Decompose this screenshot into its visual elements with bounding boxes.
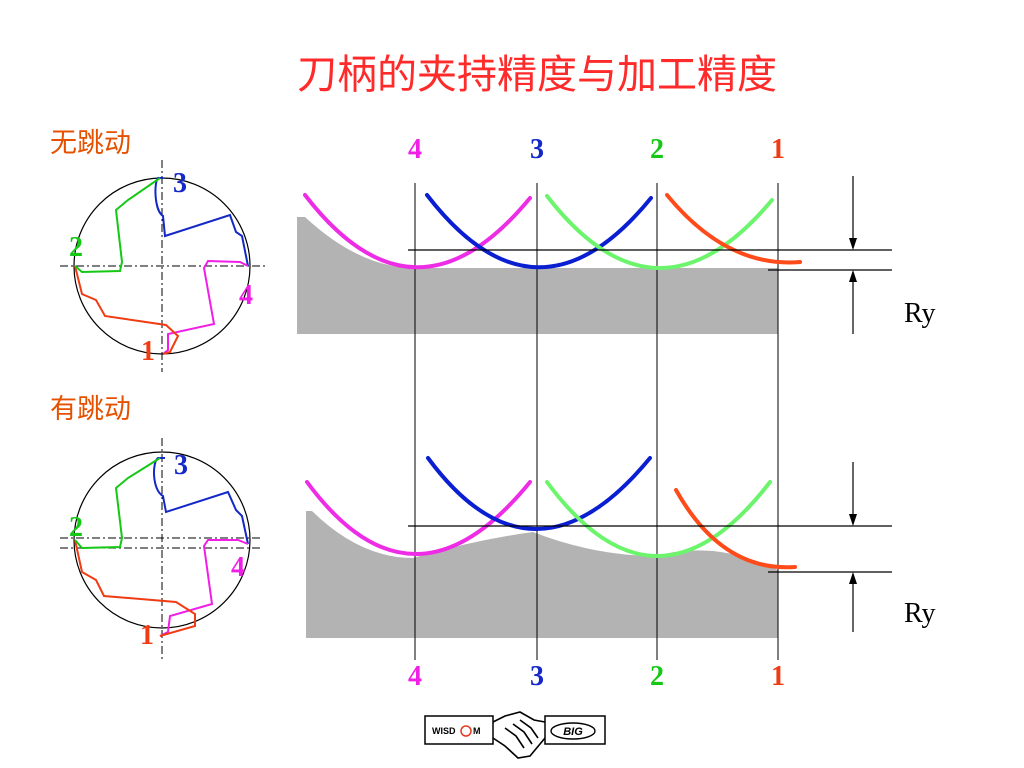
flute-3 <box>153 457 249 545</box>
tooth-label-3: 3 <box>173 168 187 199</box>
tool-cross-section-runout: 3 2 4 1 <box>60 438 262 662</box>
tooth-label-1: 1 <box>141 336 155 367</box>
position-label-bottom-4: 4 <box>408 661 422 692</box>
position-label-top-3: 3 <box>530 134 544 165</box>
logo-oval <box>550 722 596 740</box>
logo-text-left: WISD <box>432 726 456 736</box>
ry-label: Ry <box>904 298 936 329</box>
cutting-arc-3 <box>425 193 653 270</box>
flute-1 <box>74 265 180 355</box>
flute-2 <box>74 177 161 274</box>
ry-dimension-no-runout: Ry <box>408 176 936 334</box>
cutting-arcs-no-runout <box>303 193 802 270</box>
arrow-head-up <box>849 270 857 282</box>
logo-left-panel <box>424 715 494 745</box>
flute-1 <box>74 539 196 637</box>
arrow-head-down <box>849 514 857 526</box>
wisdom-big-logo: WISD M BIG <box>424 711 606 759</box>
tooth-label-3: 3 <box>174 450 188 481</box>
section-label-runout: 有跳动 <box>50 394 131 424</box>
section-label-no-runout: 无跳动 <box>50 128 131 158</box>
ry-label: Ry <box>904 598 936 629</box>
position-label-top-1: 1 <box>771 134 785 165</box>
cutting-arc-2 <box>545 480 772 558</box>
cutting-arcs-runout <box>305 456 797 570</box>
page-title: 刀柄的夹持精度与加工精度 <box>297 52 777 97</box>
tooth-label-4: 4 <box>239 280 253 311</box>
flute-4 <box>159 539 249 637</box>
ry-dimension-runout: Ry <box>408 462 936 632</box>
arrow-head-down <box>849 238 857 250</box>
tooth-label-2: 2 <box>69 512 83 543</box>
logo-text-left-tail: M <box>473 726 481 736</box>
cutting-arc-4 <box>305 480 532 556</box>
arrow-head-up <box>849 572 857 584</box>
tooth-label-1: 1 <box>140 620 154 651</box>
position-label-top-2: 2 <box>650 134 664 165</box>
flute-4 <box>162 259 249 355</box>
logo-dot-icon <box>460 725 472 737</box>
cutting-arc-3 <box>426 456 652 531</box>
position-label-bottom-1: 1 <box>771 661 785 692</box>
cutting-arc-1 <box>665 193 802 265</box>
flute-2 <box>74 457 161 550</box>
cutting-arc-4 <box>303 193 532 270</box>
tooth-label-4: 4 <box>231 552 245 583</box>
tooth-label-2: 2 <box>69 232 83 263</box>
handshake-icon <box>492 711 546 759</box>
tool-cross-section-no-runout: 3 2 4 1 <box>60 160 265 372</box>
flute-3 <box>154 177 249 267</box>
workpiece-runout <box>306 511 778 638</box>
cutting-arc-2 <box>545 194 774 270</box>
position-label-bottom-3: 3 <box>530 661 544 692</box>
position-label-top-4: 4 <box>408 134 422 165</box>
logo-text-right: BIG <box>563 726 583 738</box>
position-label-bottom-2: 2 <box>650 661 664 692</box>
cutting-arc-1 <box>674 488 797 570</box>
tool-outline <box>73 451 251 629</box>
